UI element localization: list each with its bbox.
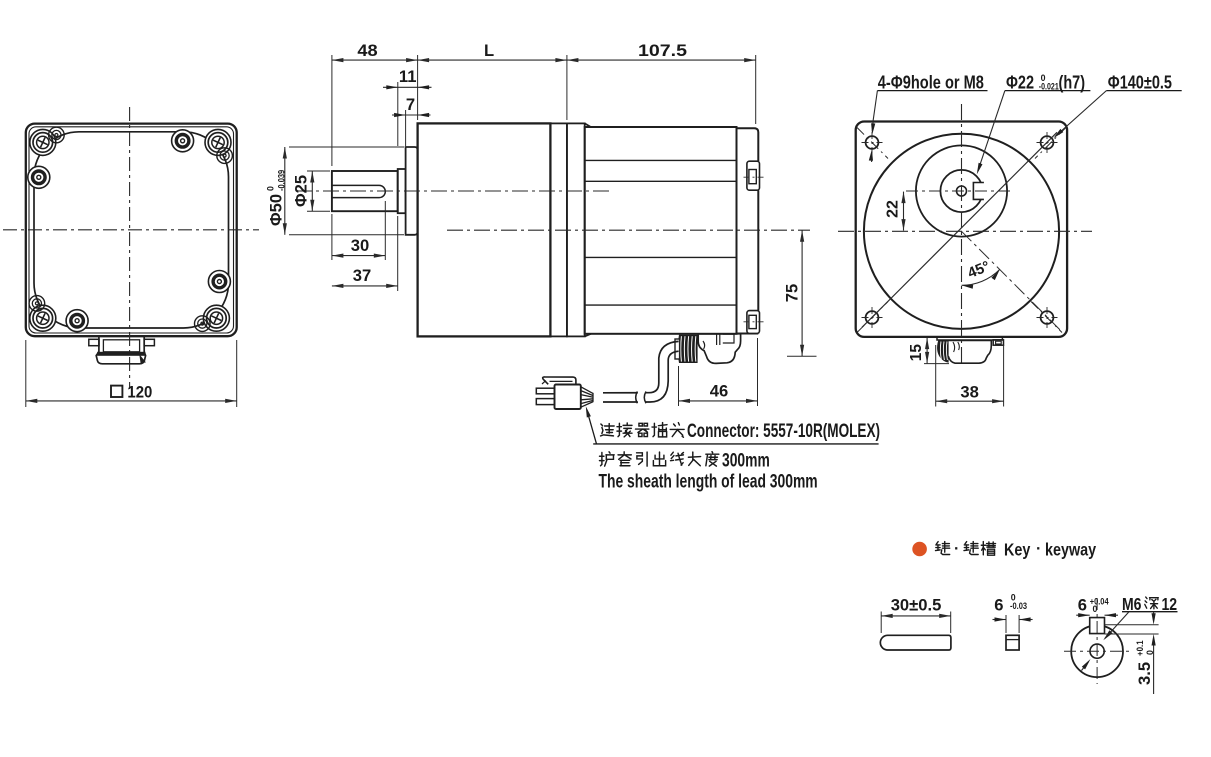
svg-text:Φ50: Φ50 xyxy=(267,194,286,226)
svg-text:0: 0 xyxy=(1093,604,1098,614)
svg-text:0: 0 xyxy=(1011,592,1016,602)
svg-text:45°: 45° xyxy=(966,259,993,282)
svg-text:·: · xyxy=(954,541,959,558)
svg-text:4-Φ9hole or M8: 4-Φ9hole or M8 xyxy=(878,72,984,93)
svg-text:(h7): (h7) xyxy=(1059,72,1086,93)
svg-text:Φ22: Φ22 xyxy=(1006,72,1034,93)
svg-text:Φ140±0.5: Φ140±0.5 xyxy=(1108,72,1172,93)
svg-text:M6: M6 xyxy=(1122,594,1142,614)
svg-text:48: 48 xyxy=(357,41,378,60)
svg-text:107.5: 107.5 xyxy=(638,41,687,59)
svg-text:0: 0 xyxy=(1145,650,1155,655)
svg-text:6: 6 xyxy=(1078,595,1087,614)
svg-text:+0.04: +0.04 xyxy=(1090,597,1109,607)
svg-text:-0.03: -0.03 xyxy=(1010,602,1027,612)
svg-text:22: 22 xyxy=(885,200,902,218)
svg-text:Connector: 5557-10R(MOLEX): Connector: 5557-10R(MOLEX) xyxy=(687,421,880,442)
svg-text:7: 7 xyxy=(406,95,415,114)
svg-text:The sheath length of lead 300m: The sheath length of lead 300mm xyxy=(599,470,818,492)
svg-text:11: 11 xyxy=(399,67,417,86)
svg-text:0: 0 xyxy=(266,186,276,191)
svg-text:Key: Key xyxy=(1004,541,1030,560)
svg-text:75: 75 xyxy=(783,284,802,302)
svg-text:15: 15 xyxy=(908,344,925,362)
svg-text:keyway: keyway xyxy=(1045,541,1096,560)
svg-text:30±0.5: 30±0.5 xyxy=(891,595,942,614)
svg-text:-0.039: -0.039 xyxy=(277,169,287,191)
svg-text:6: 6 xyxy=(994,595,1003,614)
svg-text:46: 46 xyxy=(710,381,728,400)
svg-text:300mm: 300mm xyxy=(722,449,770,471)
svg-text:12: 12 xyxy=(1162,594,1178,614)
svg-text:·: · xyxy=(1036,541,1041,558)
svg-text:-0.021: -0.021 xyxy=(1039,82,1059,92)
svg-text:3.5: 3.5 xyxy=(1135,662,1154,685)
svg-text:38: 38 xyxy=(960,383,978,402)
svg-text:37: 37 xyxy=(353,266,371,285)
svg-text:Φ25: Φ25 xyxy=(292,175,311,207)
svg-text:0: 0 xyxy=(1041,73,1046,83)
svg-text:+0.1: +0.1 xyxy=(1135,640,1146,656)
svg-text:120: 120 xyxy=(127,384,152,402)
svg-text:L: L xyxy=(484,41,494,60)
svg-text:30: 30 xyxy=(351,236,369,255)
